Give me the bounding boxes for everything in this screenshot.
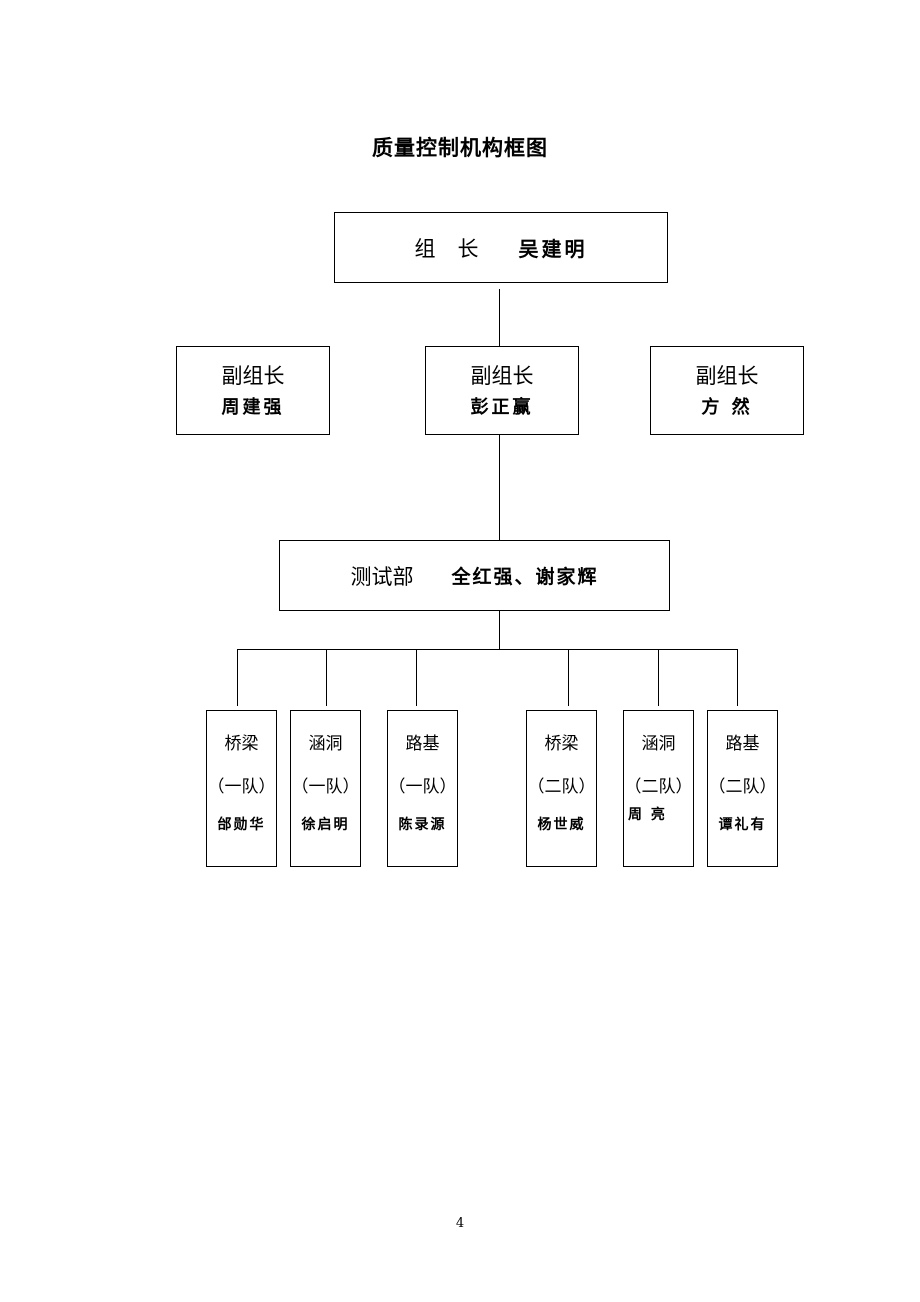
team-box-6: 路基 （二队） 谭礼有 (707, 710, 778, 867)
team-leader: 杨世威 (537, 817, 586, 833)
team-group: （二队） (527, 777, 596, 797)
team-type: 涵洞 (308, 734, 343, 754)
connector-team-5 (658, 649, 659, 706)
leader-box: 组长 吴建明 (334, 212, 668, 283)
deputy-role: 副组长 (695, 363, 759, 388)
connector-team-2 (326, 649, 327, 706)
test-department-role: 测试部 (350, 564, 414, 589)
test-department-names: 全红强、谢家辉 (451, 566, 599, 588)
team-type: 路基 (405, 734, 440, 754)
team-group: （一队） (291, 777, 360, 797)
team-group: （二队） (624, 777, 693, 797)
connector-test-bus (499, 611, 500, 649)
team-leader: 邰勋华 (217, 817, 266, 833)
team-group: （一队） (207, 777, 276, 797)
team-bus-line (237, 649, 737, 650)
team-leader: 谭礼有 (718, 817, 767, 833)
connector-team-6 (737, 649, 738, 706)
leader-role: 组长 (414, 236, 501, 261)
connector-deputy-test (499, 435, 500, 540)
connector-team-1 (237, 649, 238, 706)
deputy-name: 彭正赢 (470, 396, 534, 418)
page-number: 4 (455, 1216, 465, 1231)
deputy-role: 副组长 (221, 363, 285, 388)
team-type: 路基 (725, 734, 760, 754)
team-box-3: 路基 （一队） 陈录源 (387, 710, 458, 867)
team-type: 涵洞 (641, 734, 676, 754)
leader-name: 吴建明 (518, 237, 588, 261)
connector-leader-deputy (499, 289, 500, 346)
team-group: （二队） (708, 777, 777, 797)
deputy-box-1: 副组长 周建强 (176, 346, 330, 435)
team-leader: 徐启明 (301, 817, 350, 833)
connector-team-3 (416, 649, 417, 706)
team-type: 桥梁 (224, 734, 259, 754)
deputy-box-3: 副组长 方 然 (650, 346, 804, 435)
team-box-1: 桥梁 （一队） 邰勋华 (206, 710, 277, 867)
team-type: 桥梁 (544, 734, 579, 754)
deputy-box-2: 副组长 彭正赢 (425, 346, 579, 435)
team-box-5: 涵洞 （二队） 周 亮 (623, 710, 694, 867)
team-box-2: 涵洞 （一队） 徐启明 (290, 710, 361, 867)
deputy-role: 副组长 (470, 363, 534, 388)
connector-team-4 (568, 649, 569, 706)
team-group: （一队） (388, 777, 457, 797)
test-department-box: 测试部 全红强、谢家辉 (279, 540, 670, 611)
deputy-name: 周建强 (221, 396, 285, 418)
deputy-name: 方 然 (701, 396, 753, 418)
team-leader: 周 亮 (628, 807, 667, 823)
diagram-title: 质量控制机构框图 (372, 136, 548, 160)
team-leader: 陈录源 (398, 817, 447, 833)
team-box-4: 桥梁 （二队） 杨世威 (526, 710, 597, 867)
